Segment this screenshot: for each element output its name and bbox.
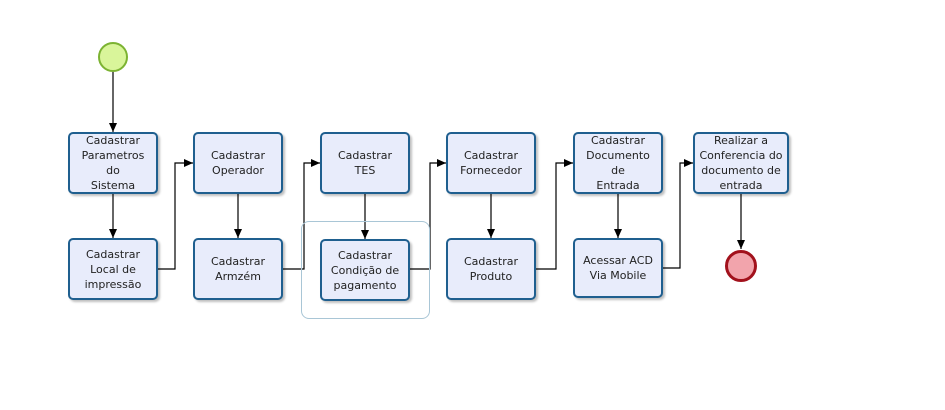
start-event[interactable] xyxy=(98,42,128,72)
task-cadastrar-condicao-pagamento[interactable]: Cadastrar Condição de pagamento xyxy=(320,239,410,301)
selection-highlight xyxy=(301,221,430,319)
task-realizar-conferencia[interactable]: Realizar a Conferencia do documento de e… xyxy=(693,132,789,194)
task-cadastrar-documento-entrada[interactable]: Cadastrar Documento de Entrada xyxy=(573,132,663,194)
task-cadastrar-operador[interactable]: Cadastrar Operador xyxy=(193,132,283,194)
task-cadastrar-produto[interactable]: Cadastrar Produto xyxy=(446,238,536,300)
connector-armazem-to-tes xyxy=(283,159,320,270)
task-acessar-acd-mobile[interactable]: Acessar ACD Via Mobile xyxy=(573,238,663,298)
task-cadastrar-fornecedor[interactable]: Cadastrar Fornecedor xyxy=(446,132,536,194)
end-event[interactable] xyxy=(725,250,757,282)
task-cadastrar-parametros[interactable]: Cadastrar Parametros do Sistema xyxy=(68,132,158,194)
connector-local-to-operador xyxy=(157,159,193,270)
task-cadastrar-local-impressao[interactable]: Cadastrar Local de impressão xyxy=(68,238,158,300)
connector-produto-to-documento xyxy=(536,159,573,270)
task-cadastrar-tes[interactable]: Cadastrar TES xyxy=(320,132,410,194)
connector-condicao-to-fornecedor xyxy=(410,159,446,270)
connector-acd-to-conferencia xyxy=(663,159,693,269)
task-cadastrar-armazem[interactable]: Cadastrar Armzém xyxy=(193,238,283,300)
